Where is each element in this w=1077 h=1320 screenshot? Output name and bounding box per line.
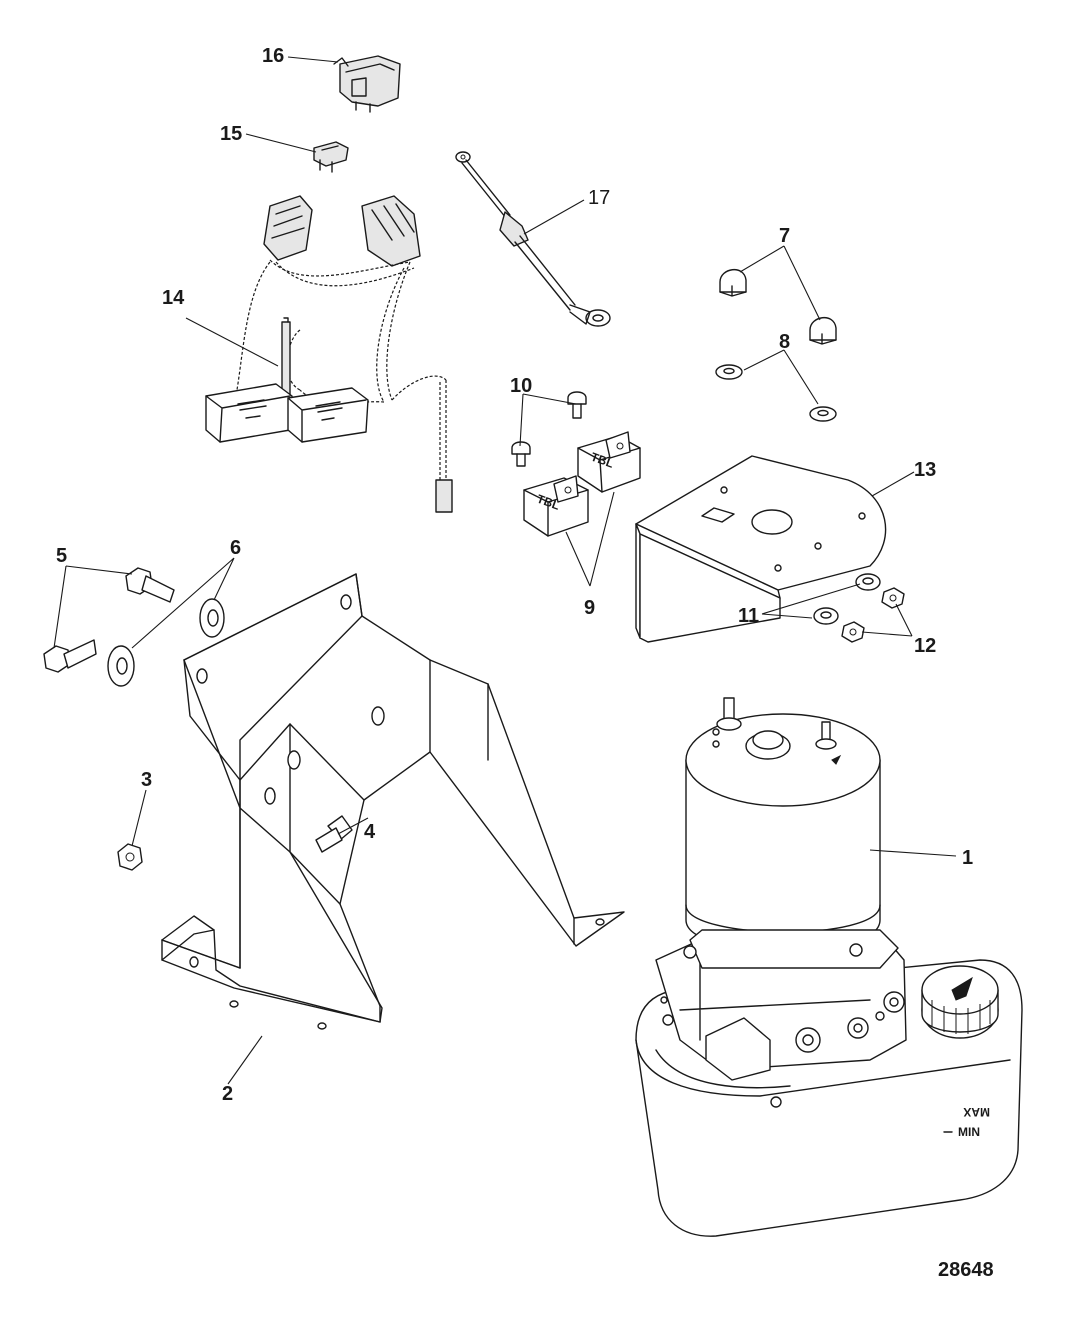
part-11-washer: [813, 573, 881, 625]
part-6-washer: [107, 598, 225, 687]
part-8-washer: [715, 364, 837, 422]
callout-labels: 1 2 3 4 5 6 7 8 9 10 11 12 13 14 15 16 1…: [56, 45, 994, 1281]
part-7-acorn-nut: [719, 269, 837, 345]
callout-14: 14: [162, 287, 185, 309]
part-1-pump-motor: MIN MAX: [635, 697, 1023, 1237]
leader-lines: [53, 56, 957, 1085]
callout-11: 11: [738, 605, 759, 627]
part-16-connector: [333, 55, 401, 113]
callout-3: 3: [141, 769, 152, 791]
part-5-bolt: [43, 567, 175, 673]
callout-5: 5: [56, 545, 67, 567]
part-14-wiring-harness: [205, 195, 453, 513]
callout-16: 16: [262, 45, 284, 67]
part-4-stud: [315, 815, 353, 853]
callout-12: 12: [914, 635, 936, 657]
part-9-relay: TBL TBL: [523, 431, 641, 537]
part-13-relay-bracket: [635, 455, 887, 643]
part-3-nut: [117, 843, 143, 871]
callout-10: 10: [510, 375, 532, 397]
callout-13: 13: [914, 459, 936, 481]
part-12-nut: [841, 587, 905, 643]
part-17-ground-strap: [455, 151, 611, 327]
callout-15: 15: [220, 123, 242, 145]
part-10-screw: [511, 391, 587, 467]
reservoir-max-label: MAX: [963, 1105, 990, 1119]
callout-9: 9: [584, 597, 595, 619]
reservoir-min-label: MIN: [958, 1125, 980, 1139]
callout-1: 1: [962, 847, 973, 869]
callout-2: 2: [222, 1083, 233, 1105]
callout-7: 7: [779, 225, 790, 247]
callout-17: 17: [588, 187, 610, 209]
callout-8: 8: [779, 331, 790, 353]
callout-6: 6: [230, 537, 241, 559]
figure-number: 28648: [938, 1259, 994, 1281]
part-15-fuse: [313, 141, 349, 173]
callout-4: 4: [364, 821, 376, 843]
part-2-mounting-bracket: [161, 573, 625, 1030]
